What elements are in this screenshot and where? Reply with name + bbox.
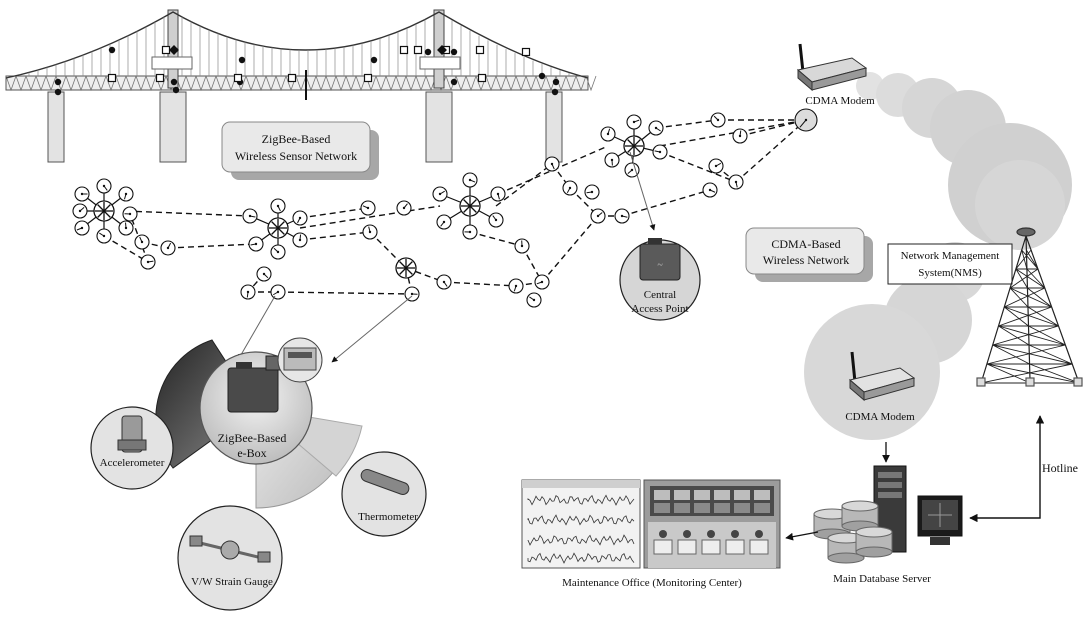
mesh-nodes bbox=[72, 108, 818, 308]
cdma-modem-bottom-label: CDMA Modem bbox=[845, 411, 915, 423]
central-access-point-label-2: Access Point bbox=[631, 303, 688, 315]
arrow-server-to-maintenance bbox=[785, 531, 819, 541]
nms-label-2: System(NMS) bbox=[918, 267, 982, 279]
cdma-network-callout: CDMA-Based Wireless Network bbox=[745, 227, 873, 282]
central-access-point: ~ Central Access Point bbox=[619, 238, 701, 321]
main-database-server-label: Main Database Server bbox=[833, 573, 931, 585]
mesh-links bbox=[103, 119, 807, 295]
zigbee-ebox: ZigBee-Based e-Box bbox=[155, 337, 363, 509]
maintenance-office: Maintenance Office (Monitoring Center) bbox=[521, 479, 781, 589]
ebox-label-1: ZigBee-Based bbox=[218, 431, 287, 445]
thermometer-label: Thermometer bbox=[358, 511, 418, 523]
radio-tower bbox=[976, 227, 1083, 387]
strain-gauge-label: V/W Strain Gauge bbox=[191, 576, 273, 588]
accelerometer-label: Accelerometer bbox=[100, 457, 165, 469]
main-database-server: Main Database Server bbox=[813, 465, 963, 585]
zigbee-network-label-2: Wireless Sensor Network bbox=[235, 149, 357, 163]
cdma-network-label-2: Wireless Network bbox=[763, 253, 850, 267]
arrow-mesh-to-ebox bbox=[237, 295, 276, 361]
strain-gauge-bubble: V/W Strain Gauge bbox=[177, 505, 283, 611]
cdma-network-label-1: CDMA-Based bbox=[771, 237, 840, 251]
nms-box: Network Management System(NMS) bbox=[887, 243, 1013, 285]
thermometer-bubble: Thermometer bbox=[341, 451, 427, 537]
arrow-mesh-to-central-point bbox=[629, 151, 656, 231]
maintenance-office-label: Maintenance Office (Monitoring Center) bbox=[562, 577, 742, 589]
zigbee-network-callout: ZigBee-Based Wireless Sensor Network bbox=[221, 121, 379, 180]
ebox-label-2: e-Box bbox=[237, 446, 266, 460]
cdma-modem-top-label: CDMA Modem bbox=[805, 95, 875, 107]
bridge-sensor-markers bbox=[54, 45, 560, 100]
cdma-modem-top: CDMA Modem bbox=[796, 43, 875, 107]
zigbee-network-label-1: ZigBee-Based bbox=[262, 132, 331, 146]
cdma-modem-bottom: CDMA Modem bbox=[845, 351, 916, 423]
hotline-label: Hotline bbox=[1042, 461, 1078, 475]
nms-label-1: Network Management bbox=[901, 250, 1000, 262]
arrow-mesh-to-ebox bbox=[331, 295, 413, 363]
central-access-point-label-1: Central bbox=[644, 289, 676, 301]
hotline-arrow bbox=[969, 415, 1045, 523]
svg-text:~: ~ bbox=[657, 260, 663, 271]
accelerometer-bubble: Accelerometer bbox=[90, 406, 174, 490]
